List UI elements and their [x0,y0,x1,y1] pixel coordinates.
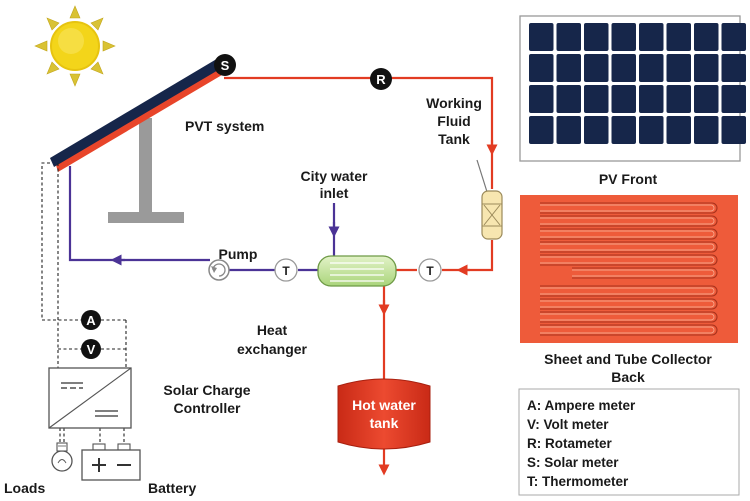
pv-cell [556,54,581,82]
pv-cell [529,85,554,113]
pv-cell [611,54,636,82]
pump-label: Pump [219,246,258,262]
pv-cell [584,85,609,113]
hot-loop-arrows [456,140,498,276]
pv-cell [584,54,609,82]
svg-text:Solar Charge: Solar Charge [163,382,250,398]
svg-text:T: T [426,264,434,278]
pv-cell [694,85,719,113]
working-fluid-tank [476,159,503,240]
pv-cell [556,85,581,113]
legend-item: T: Thermometer [527,474,629,489]
svg-text:Controller: Controller [174,400,241,416]
legend-item: R: Rotameter [527,436,613,451]
heat-exchanger-label: Heat exchanger [237,322,308,357]
pv-cell [694,23,719,51]
legend-item: S: Solar meter [527,455,619,470]
cold-loop-pipe [68,166,321,272]
pv-cell [694,116,719,144]
pv-cell [556,23,581,51]
svg-text:Heat: Heat [257,322,288,338]
pv-cell [694,54,719,82]
svg-text:A: A [86,313,96,328]
pv-cell [666,116,691,144]
legend: A: Ampere meter V: Volt meter R: Rotamet… [527,398,636,489]
pump-icon [208,259,230,281]
pv-cell [666,23,691,51]
legend-item: V: Volt meter [527,417,609,432]
electrical-wiring [41,162,127,444]
loads-label: Loads [4,480,45,496]
pv-front-label: PV Front [599,171,658,187]
svg-text:Hot water: Hot water [352,397,416,413]
svg-text:Fluid: Fluid [437,113,470,129]
pv-cell [721,85,746,113]
rotameter: R [370,68,392,90]
svg-text:R: R [376,72,386,87]
pv-cell [639,54,664,82]
pv-cell [666,54,691,82]
pv-cell [529,116,554,144]
solar-charge-controller-label: Solar Charge Controller [163,382,250,416]
charge-controller [48,367,132,429]
battery-label: Battery [148,480,196,496]
svg-text:T: T [282,264,290,278]
pv-cell [611,23,636,51]
working-fluid-tank-label: Working Fluid Tank [426,95,482,147]
sun-icon [34,5,116,87]
collector-back-label: Sheet and Tube Collector Back [544,351,712,385]
pv-cell [639,85,664,113]
svg-text:S: S [221,58,230,73]
legend-item: A: Ampere meter [527,398,636,413]
pv-cell [584,23,609,51]
thermometer-right: T [418,258,442,282]
heat-exchanger [317,255,397,287]
thermometer-left: T [274,258,298,282]
pv-cell [721,54,746,82]
legend-box [518,388,740,496]
pv-cell [556,116,581,144]
svg-text:Tank: Tank [438,131,470,147]
svg-text:exchanger: exchanger [237,341,308,357]
hot-water-tank-label: Hot water tank [352,397,416,431]
pv-cell [639,23,664,51]
svg-text:City water: City water [301,168,368,184]
pv-cell [611,116,636,144]
svg-text:tank: tank [370,415,399,431]
pvt-system-label: PVT system [185,118,264,134]
pv-cell [611,85,636,113]
ampere-meter: A [81,310,101,330]
svg-text:Sheet and Tube Collector: Sheet and Tube Collector [544,351,712,367]
pv-cell [666,85,691,113]
hot-water-tank [337,378,431,450]
pv-cell [721,116,746,144]
pv-cell [529,23,554,51]
pv-cell [584,116,609,144]
solar-meter: S [214,54,236,76]
svg-text:inlet: inlet [320,185,349,201]
svg-text:Back: Back [611,369,645,385]
light-bulb-icon [51,442,73,472]
svg-text:Working: Working [426,95,482,111]
city-water-inlet-label: City water inlet [301,168,368,201]
pvt-panel [50,57,227,223]
pv-cell [529,54,554,82]
battery-icon [81,443,141,481]
pv-cell [639,116,664,144]
volt-meter: V [81,339,101,359]
pv-cell [721,23,746,51]
sheet-tube-collector [520,195,738,343]
svg-text:V: V [87,342,96,357]
pv-front-panel [529,23,746,144]
